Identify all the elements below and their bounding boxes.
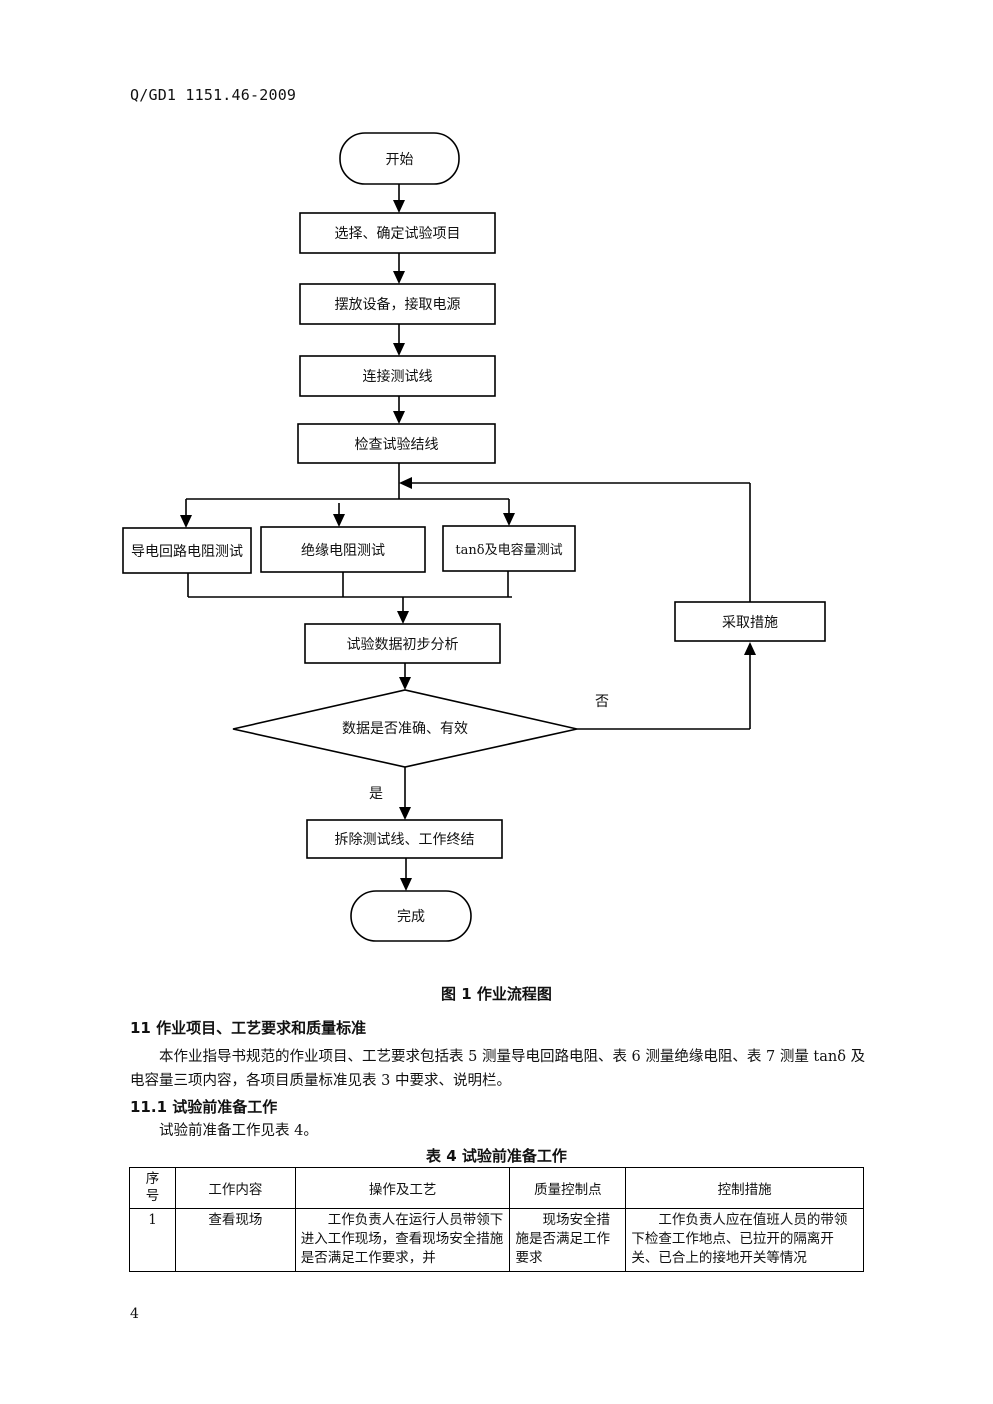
arrow-icon [400, 878, 412, 891]
step-box-1 [299, 212, 496, 254]
step-label-2: 摆放设备，接取电源 [334, 297, 461, 313]
cell-quality-point: 现场安全措施是否满足工作要求 [509, 1208, 627, 1272]
test-box-1 [122, 527, 252, 574]
header-no: 序号 [129, 1167, 176, 1209]
cell-measures: 工作负责人应在值班人员的带领下检查工作地点、已拉开的隔离开关、已合上的接地开关等… [625, 1208, 864, 1272]
header-measures: 控制措施 [625, 1167, 864, 1209]
header-quality-point: 质量控制点 [509, 1167, 627, 1209]
arrow-icon [399, 807, 411, 820]
arrow-icon [393, 271, 405, 284]
analysis-box [304, 623, 501, 664]
document-code: Q/GD1 1151.46-2009 [130, 86, 297, 104]
arrow-icon [393, 200, 405, 213]
finish-label: 拆除测试线、工作终结 [334, 832, 475, 848]
arrowheads [180, 200, 756, 891]
test-label-3: tanδ及电容量测试 [455, 543, 563, 558]
arrow-icon [333, 514, 345, 527]
end-terminal [350, 890, 472, 942]
step-label-4: 检查试验结线 [354, 436, 439, 453]
remedy-label: 采取措施 [722, 614, 778, 631]
header-content: 工作内容 [174, 1167, 296, 1209]
yes-branch-label: 是 [369, 786, 383, 802]
step-label-3: 连接测试线 [362, 369, 433, 385]
table-4: 序号 工作内容 操作及工艺 质量控制点 控制措施 1 查看现场 工作负责人在运行… [129, 1167, 864, 1272]
remedy-box [674, 601, 826, 642]
cell-no: 1 [129, 1208, 176, 1272]
figure-caption: 图 1 作业流程图 [441, 985, 552, 1003]
table-row: 1 查看现场 工作负责人在运行人员带领下进入工作现场，查看现场安全措施是否满足工… [129, 1208, 864, 1272]
step-label-1: 选择、确定试验项目 [334, 226, 461, 242]
section-heading-11: 11 作业项目、工艺要求和质量标准 [130, 1019, 367, 1037]
arrow-icon [399, 677, 411, 690]
step-box-2 [299, 283, 496, 325]
analysis-label: 试验数据初步分析 [346, 636, 459, 653]
section-11-1-paragraph: 试验前准备工作见表 4。 [159, 1123, 318, 1139]
arrow-icon [393, 343, 405, 356]
table-header-row: 序号 工作内容 操作及工艺 质量控制点 控制措施 [129, 1167, 864, 1209]
section-heading-11-1: 11.1 试验前准备工作 [130, 1098, 278, 1116]
arrow-icon [393, 411, 405, 424]
arrow-icon [503, 513, 515, 526]
end-label: 完成 [397, 909, 425, 925]
no-branch-label: 否 [595, 694, 609, 710]
step-box-4 [297, 423, 496, 464]
start-label: 开始 [385, 151, 414, 168]
finish-box [306, 819, 503, 859]
test-box-3 [442, 525, 576, 572]
arrow-icon [397, 611, 409, 624]
arrow-icon [399, 477, 412, 489]
cell-operation: 工作负责人在运行人员带领下进入工作现场，查看现场安全措施是否满足工作要求，并 [294, 1208, 511, 1272]
arrow-icon [180, 515, 192, 528]
arrow-icon [744, 642, 756, 655]
test-label-2: 绝缘电阻测试 [301, 542, 385, 559]
test-label-1: 导电回路电阻测试 [131, 543, 243, 560]
section-11-paragraph: 本作业指导书规范的作业项目、工艺要求包括表 5 测量导电回路电阻、表 6 测量绝… [130, 1049, 866, 1089]
decision-label: 数据是否准确、有效 [342, 721, 468, 737]
cell-content: 查看现场 [174, 1208, 296, 1272]
header-operation: 操作及工艺 [294, 1167, 511, 1209]
flowchart [122, 132, 826, 942]
step-box-3 [299, 355, 496, 397]
table-caption: 表 4 试验前准备工作 [426, 1147, 567, 1165]
page-number: 4 [130, 1306, 139, 1322]
